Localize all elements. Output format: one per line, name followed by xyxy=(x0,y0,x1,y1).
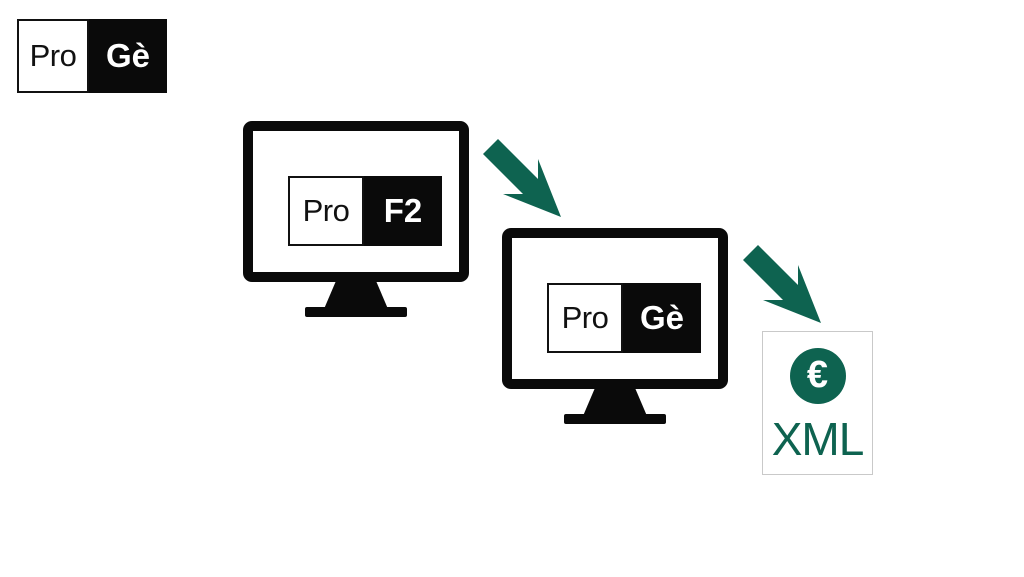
monitor-stand-base xyxy=(305,307,407,317)
monitor-screen: Pro F2 xyxy=(243,121,469,282)
brand-logo-left-text: Pro xyxy=(17,19,89,93)
monitor-stand-neck xyxy=(583,389,647,416)
screen-logo-right-text: Gè xyxy=(623,283,701,353)
screen-logo-left-text: Pro xyxy=(288,176,364,246)
monitor-source-application: Pro F2 xyxy=(243,121,469,317)
arrow-step-1-icon xyxy=(480,136,564,220)
screen-logo-right-text: F2 xyxy=(364,176,442,246)
screen-logo-left-text: Pro xyxy=(547,283,623,353)
monitor-stand-base xyxy=(564,414,666,424)
arrow-step-2-icon xyxy=(740,242,824,326)
monitor-target-application: Pro Gè xyxy=(502,228,728,424)
monitor-stand-neck xyxy=(324,282,388,309)
xml-output-card: € XML xyxy=(762,331,873,475)
screen-logo-proge: Pro Gè xyxy=(547,283,701,353)
screen-logo-prof2: Pro F2 xyxy=(288,176,442,246)
euro-icon: € xyxy=(789,348,846,404)
brand-logo-right-text: Gè xyxy=(89,19,167,93)
monitor-screen: Pro Gè xyxy=(502,228,728,389)
euro-glyph: € xyxy=(806,353,829,396)
xml-label: XML xyxy=(771,413,865,465)
brand-logo: Pro Gè xyxy=(17,19,167,93)
